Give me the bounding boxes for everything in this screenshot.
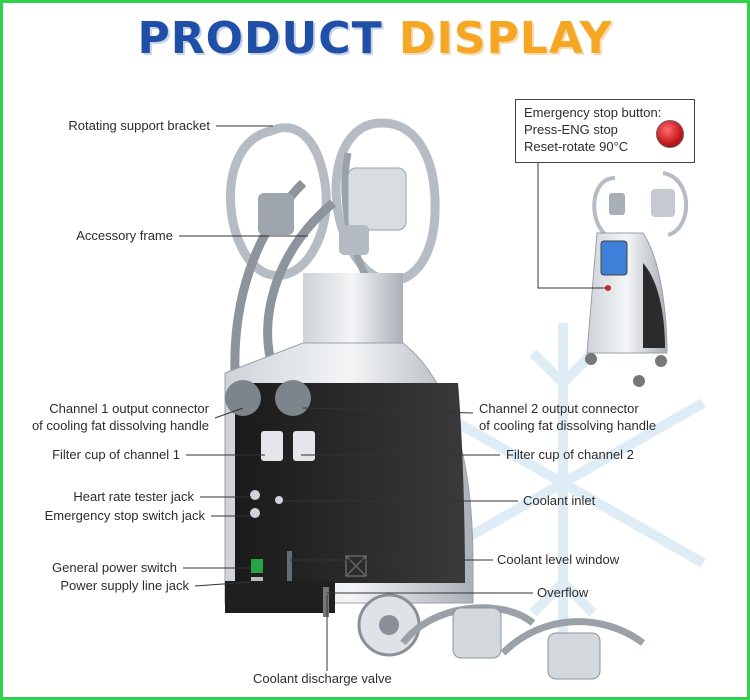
label-filter-cup-1: Filter cup of channel 1 (52, 447, 180, 462)
inset-machine (585, 171, 689, 387)
main-machine (224, 118, 646, 680)
label-power-supply-line-jack: Power supply line jack (60, 578, 189, 593)
callout-line-2: Press-ENG stop (524, 122, 618, 137)
label-filter-cup-2: Filter cup of channel 2 (506, 447, 634, 462)
page-title: PRODUCT DISPLAY (3, 13, 747, 64)
label-overflow: Overflow (537, 585, 589, 600)
label-heart-rate-jack: Heart rate tester jack (73, 489, 194, 504)
product-illustration (179, 118, 706, 680)
title-display: DISPLAY (398, 13, 613, 64)
callout-line-3: Reset-rotate 90°C (524, 139, 629, 154)
leader-lines (179, 125, 607, 671)
label-channel1-connector-line2: of cooling fat dissolving handle (31, 418, 209, 433)
title-product: PRODUCT (137, 13, 383, 64)
callout-line-1: Emergency stop button: (524, 105, 662, 120)
label-coolant-discharge-valve: Coolant discharge valve (253, 671, 392, 686)
label-accessory-frame: Accessory frame (76, 228, 173, 243)
label-channel2-connector-line1: Channel 2 output connector (479, 401, 639, 416)
label-coolant-level-window: Coolant level window (497, 552, 620, 567)
emergency-stop-callout: Emergency stop button: Press-ENG stop Re… (515, 99, 695, 163)
label-general-power-switch: General power switch (52, 560, 177, 575)
label-channel1-connector-line1: Channel 1 output connector (49, 401, 209, 416)
label-coolant-inlet: Coolant inlet (523, 493, 596, 508)
emergency-stop-button-icon (656, 120, 684, 148)
label-emergency-stop-jack: Emergency stop switch jack (44, 508, 205, 523)
label-channel2-connector-line2: of cooling fat dissolving handle (479, 418, 657, 433)
label-rotating-support-bracket: Rotating support bracket (68, 118, 210, 133)
